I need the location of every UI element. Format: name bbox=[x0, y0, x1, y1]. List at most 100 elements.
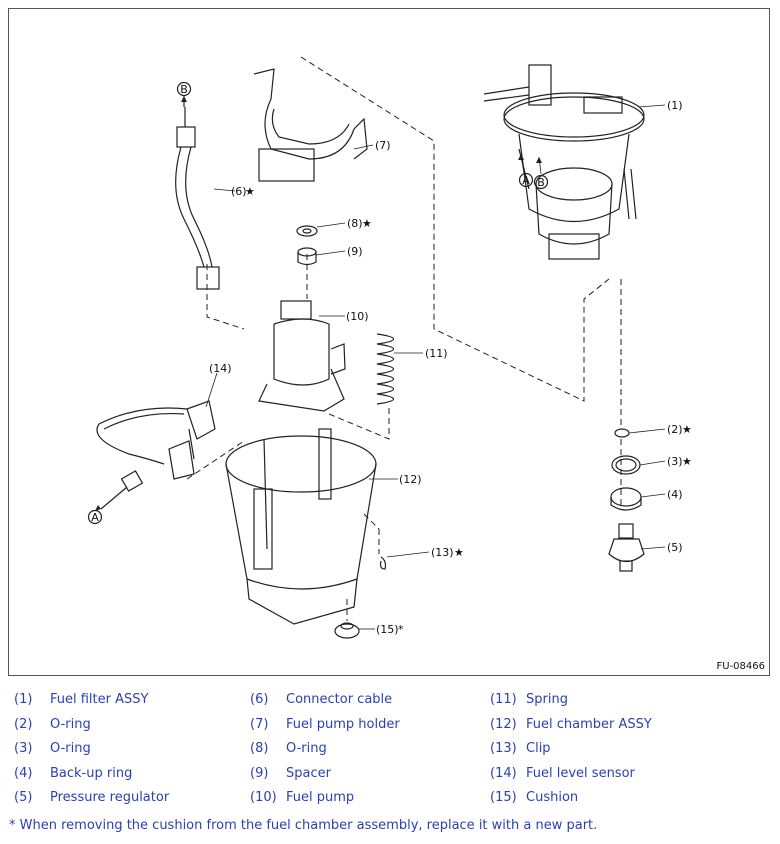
legend-part-name: Clip bbox=[526, 741, 551, 756]
legend-part-name: Pressure regulator bbox=[50, 790, 170, 805]
legend-number: (2) bbox=[14, 716, 33, 732]
legend-part-name: O-ring bbox=[50, 716, 91, 732]
star-mark-13: ★ bbox=[454, 546, 464, 559]
legend-number: (4) bbox=[14, 765, 33, 781]
legend-number: (14) bbox=[490, 765, 517, 781]
legend-part-name: Back-up ring bbox=[50, 765, 133, 781]
connector-b-circle bbox=[176, 81, 192, 97]
legend-part-name: O-ring bbox=[286, 741, 327, 756]
fuel-pump-holder-part bbox=[253, 68, 368, 182]
connector-cable-part bbox=[175, 107, 220, 290]
parts-legend: (1) Fuel filter ASSY (6) Connector cable (… bbox=[8, 692, 768, 815]
replacement-note: * When removing the cushion from the fue… bbox=[9, 818, 598, 833]
legend-part-name: Cushion bbox=[526, 790, 579, 805]
legend-item: (13) Clip bbox=[490, 741, 551, 756]
callout-14: (14) bbox=[209, 362, 232, 375]
legend-item: (15) Cushion bbox=[490, 790, 578, 805]
cushion-part bbox=[334, 622, 360, 639]
fuel-filter-assy-part bbox=[483, 64, 645, 260]
legend-number: (7) bbox=[250, 716, 269, 732]
legend-row: (4) Back-up ring (9) Spacer (14) Fuel level… bbox=[8, 766, 768, 791]
spacer-part bbox=[297, 247, 317, 266]
legend-item: (1) Fuel filter ASSY bbox=[14, 692, 148, 707]
legend-row: (3) O-ring (8) O-ring (13) Clip bbox=[8, 741, 768, 766]
callout-9: (9) bbox=[347, 245, 363, 258]
legend-number: (3) bbox=[14, 741, 33, 756]
spring-part bbox=[376, 333, 395, 405]
assembly-guide-lines bbox=[186, 56, 622, 621]
connector-a-label-top: A bbox=[522, 174, 530, 187]
fuel-chamber-assy-part bbox=[225, 428, 377, 625]
star-mark-6: ★ bbox=[245, 185, 255, 198]
star-mark-2: ★ bbox=[682, 423, 692, 436]
pressure-regulator-part bbox=[608, 523, 645, 572]
connector-a-label: A bbox=[91, 511, 99, 524]
callout-4: (4) bbox=[667, 488, 683, 501]
legend-part-name: Spacer bbox=[286, 765, 331, 781]
star-mark-8: ★ bbox=[362, 217, 372, 230]
legend-number: (12) bbox=[490, 716, 517, 732]
legend-item: (11) Spring bbox=[490, 692, 568, 707]
callout-8: (8) bbox=[347, 217, 363, 230]
callout-1: (1) bbox=[667, 99, 683, 112]
legend-part-name: Connector cable bbox=[286, 692, 393, 707]
legend-number: (8) bbox=[250, 741, 269, 756]
legend-item: (2) O-ring bbox=[14, 717, 91, 732]
legend-part-name: Fuel level sensor bbox=[526, 765, 635, 781]
connector-a-circle bbox=[87, 509, 103, 525]
legend-number: (5) bbox=[14, 790, 33, 805]
callout-13: (13) bbox=[431, 546, 454, 559]
legend-row: (1) Fuel filter ASSY (6) Connector cable (… bbox=[8, 692, 768, 717]
connector-b-circle-top bbox=[533, 174, 549, 190]
legend-part-name: Fuel pump holder bbox=[286, 716, 400, 732]
fuel-pump-part bbox=[258, 300, 346, 412]
figure-code: FU-08466 bbox=[717, 661, 766, 672]
legend-part-name: Fuel chamber ASSY bbox=[526, 716, 652, 732]
callout-2: (2) bbox=[667, 423, 683, 436]
legend-number: (6) bbox=[250, 692, 269, 707]
legend-row: (2) O-ring (7) Fuel pump holder (12) Fuel c… bbox=[8, 717, 768, 742]
exploded-parts-diagram: B A A B (1) (2) (3) (4) (5) (6) (7) (8) … bbox=[8, 8, 770, 676]
connector-b-label: B bbox=[180, 83, 188, 96]
o-ring-8-part bbox=[296, 225, 318, 237]
legend-part-name: Spring bbox=[526, 692, 568, 707]
legend-item: (10) Fuel pump bbox=[250, 790, 354, 805]
legend-item: (3) O-ring bbox=[14, 741, 91, 756]
legend-item: (7) Fuel pump holder bbox=[250, 717, 400, 732]
legend-number: (1) bbox=[14, 692, 33, 707]
leader-lines bbox=[205, 104, 666, 630]
star-mark-3: ★ bbox=[682, 455, 692, 468]
legend-item: (8) O-ring bbox=[250, 741, 327, 756]
diagram-drawing: B A A B (1) (2) (3) (4) (5) (6) (7) (8) … bbox=[87, 56, 766, 672]
callout-11: (11) bbox=[425, 347, 448, 360]
callout-10: (10) bbox=[346, 310, 369, 323]
o-ring-2-part bbox=[614, 428, 630, 438]
legend-item: (12) Fuel chamber ASSY bbox=[490, 717, 652, 732]
connector-b-label-top: B bbox=[537, 176, 545, 189]
legend-item: (14) Fuel level sensor bbox=[490, 766, 635, 781]
legend-number: (10) bbox=[250, 790, 277, 805]
callout-7: (7) bbox=[375, 139, 391, 152]
legend-number: (13) bbox=[490, 741, 517, 756]
legend-number: (11) bbox=[490, 692, 517, 707]
legend-number: (15) bbox=[490, 790, 517, 805]
legend-item: (4) Back-up ring bbox=[14, 766, 132, 781]
legend-part-name: Fuel filter ASSY bbox=[50, 692, 149, 707]
back-up-ring-part bbox=[610, 487, 642, 507]
callout-15: (15) bbox=[376, 623, 399, 636]
legend-number: (9) bbox=[250, 765, 269, 781]
legend-part-name: O-ring bbox=[50, 741, 91, 756]
fuel-level-sensor-part bbox=[96, 400, 216, 510]
legend-part-name: Fuel pump bbox=[286, 790, 355, 805]
legend-item: (6) Connector cable bbox=[250, 692, 392, 707]
callout-12: (12) bbox=[399, 473, 422, 486]
clip-part bbox=[379, 556, 387, 570]
legend-item: (9) Spacer bbox=[250, 766, 331, 781]
asterisk-mark-15: * bbox=[398, 623, 404, 636]
callout-3: (3) bbox=[667, 455, 683, 468]
legend-row: (5) Pressure regulator (10) Fuel pump (15)… bbox=[8, 790, 768, 815]
callout-6: (6) bbox=[231, 185, 247, 198]
legend-item: (5) Pressure regulator bbox=[14, 790, 169, 805]
callout-5: (5) bbox=[667, 541, 683, 554]
connector-a-circle-top bbox=[518, 172, 534, 188]
